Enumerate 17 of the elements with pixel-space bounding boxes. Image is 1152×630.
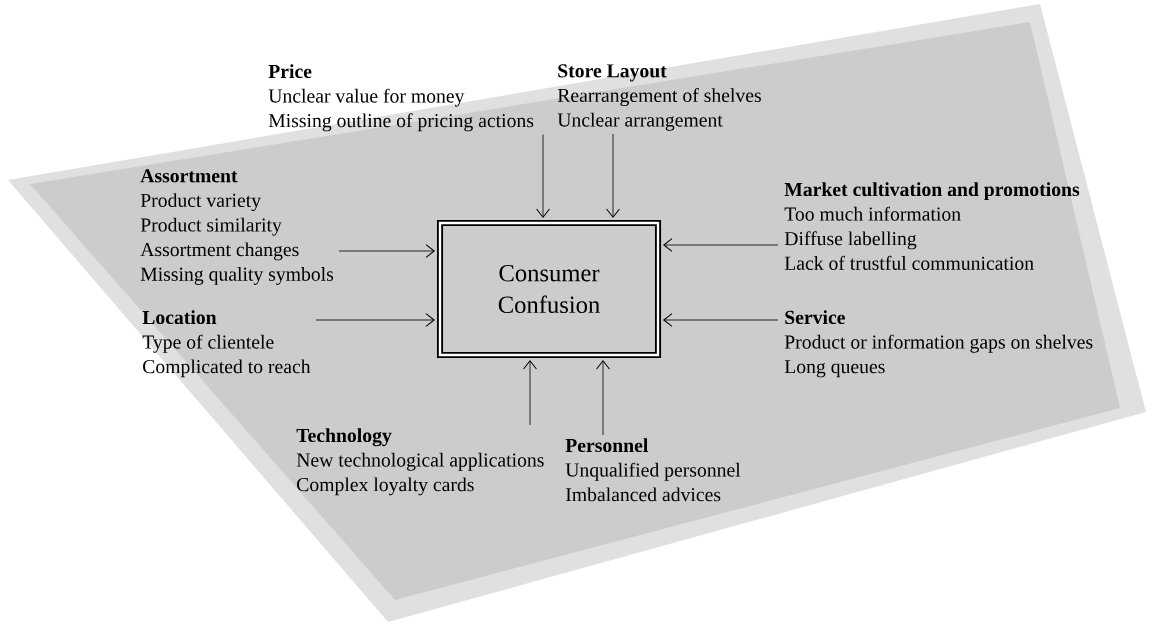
arrow <box>523 359 537 426</box>
factor-list: Service Product or information gaps on shelves Long queues <box>784 310 1093 378</box>
arrow <box>338 244 436 258</box>
arrow <box>662 313 779 327</box>
arrow <box>315 313 436 327</box>
arrow <box>596 359 610 436</box>
factor-list: Location Type of clientele Complicated to reach <box>142 310 311 378</box>
center-box: Consumer Confusion <box>436 219 662 359</box>
factor-list: Market cultivation and promotions Too much information Diffuse labelling Lack of trustful communication <box>784 182 1080 270</box>
arrow <box>536 134 550 219</box>
arrow <box>606 133 620 219</box>
arrow <box>662 238 779 252</box>
factor-list: Technology New technological applications Complex loyalty cards <box>296 428 544 496</box>
factor-list: Price Unclear value for money Missing outline of pricing actions <box>268 64 534 132</box>
factor-list: Assortment Product variety Product similarity Assortment changes Missing quality symbols <box>140 169 334 285</box>
factor-list: Store Layout Rearrangement of shelves Unclear arrangement <box>557 64 761 131</box>
factor-list: Personnel Unqualified personnel Imbalanced advices <box>565 438 741 502</box>
